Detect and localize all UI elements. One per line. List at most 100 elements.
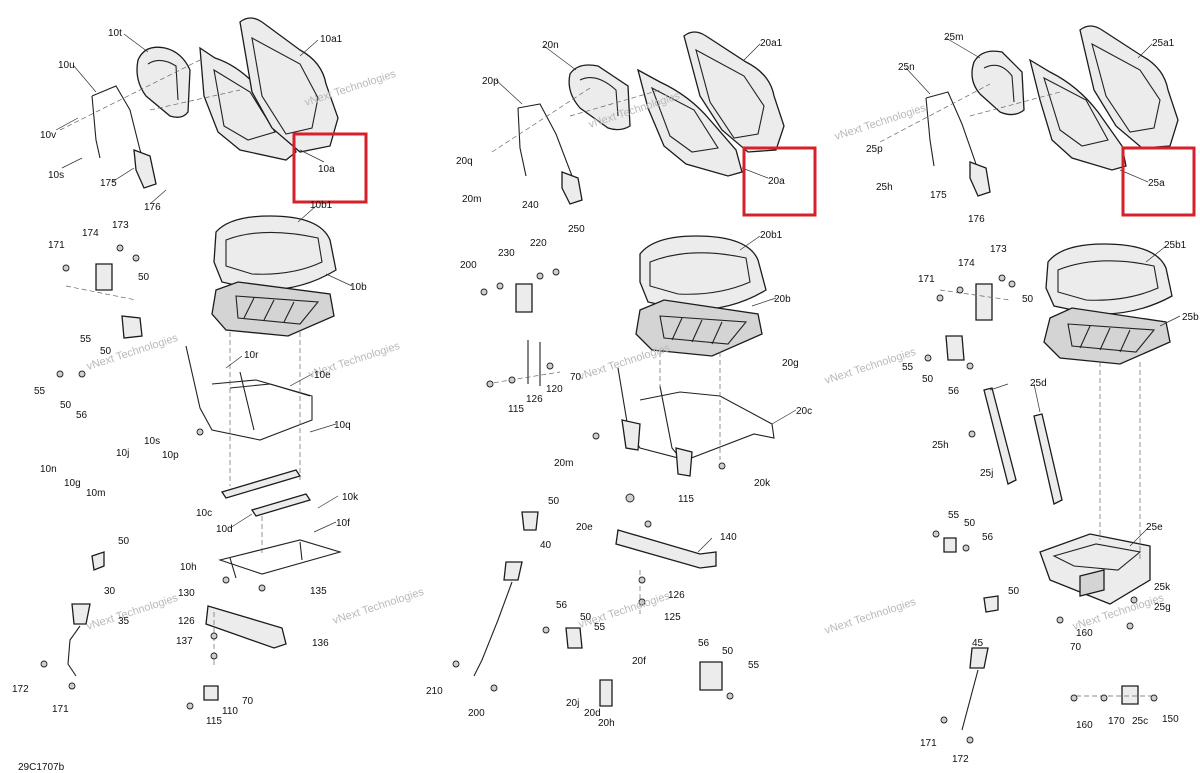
callout-label: 25g bbox=[1154, 602, 1171, 613]
callout-label: 171 bbox=[920, 738, 937, 749]
watermark: vNext Technologies bbox=[85, 592, 180, 633]
callout-label: 30 bbox=[104, 586, 116, 597]
callout-label: 240 bbox=[522, 200, 539, 211]
callout-label: 55 bbox=[80, 334, 92, 345]
callout-label: 50 bbox=[1022, 294, 1034, 305]
callout-label: 20a bbox=[768, 176, 785, 187]
callout-label: 25h bbox=[932, 440, 949, 451]
watermark: vNext Technologies bbox=[331, 586, 426, 627]
callout-label: 110 bbox=[222, 706, 238, 717]
callout-label: 55 bbox=[948, 510, 960, 521]
callout-label: 55 bbox=[902, 362, 914, 373]
callout-label: 50 bbox=[922, 374, 934, 385]
callout-label: 10j bbox=[116, 448, 129, 459]
callout-label: 175 bbox=[930, 190, 947, 201]
callout-label: 130 bbox=[178, 588, 195, 599]
callout-label: 170 bbox=[1108, 716, 1125, 727]
callout-label: 176 bbox=[144, 202, 161, 213]
callout-label: 70 bbox=[570, 372, 582, 383]
callout-label: 136 bbox=[312, 638, 329, 649]
callout-label: 20m bbox=[462, 194, 481, 205]
callout-label: 172 bbox=[12, 684, 29, 695]
callout-label: 50 bbox=[1008, 586, 1020, 597]
callout-label: 56 bbox=[982, 532, 994, 543]
callout-label: 25n bbox=[898, 62, 915, 73]
callout-label: 50 bbox=[580, 612, 592, 623]
callout-label: 172 bbox=[952, 754, 969, 765]
watermark: vNext Technologies bbox=[577, 590, 672, 631]
callout-label: 171 bbox=[52, 704, 69, 715]
callout-label: 160 bbox=[1076, 720, 1093, 731]
callout-label: 25m bbox=[944, 32, 963, 43]
callout-label: 20m bbox=[554, 458, 573, 469]
callout-label: 25c bbox=[1132, 716, 1148, 727]
callout-label: 171 bbox=[918, 274, 935, 285]
callout-label: 10v bbox=[40, 130, 56, 141]
callout-label: 20q bbox=[456, 156, 473, 167]
callout-label: 120 bbox=[546, 384, 563, 395]
callout-label: 210 bbox=[426, 686, 443, 697]
callout-label: 20p bbox=[482, 76, 499, 87]
callout-label: 56 bbox=[698, 638, 710, 649]
callout-label: 10f bbox=[336, 518, 350, 529]
callout-label: 150 bbox=[1162, 714, 1179, 725]
callout-label: 25k bbox=[1154, 582, 1171, 593]
seat-assembly-right bbox=[879, 25, 1179, 744]
callout-label: 25e bbox=[1146, 522, 1163, 533]
callout-label: 56 bbox=[948, 386, 960, 397]
callout-label: 25a1 bbox=[1152, 38, 1175, 49]
highlight-box-20a bbox=[742, 146, 817, 217]
callout-label: 10n bbox=[40, 464, 57, 475]
document-code: 29C1707b bbox=[18, 762, 65, 773]
callout-label: 50 bbox=[722, 646, 734, 657]
callout-label: 173 bbox=[112, 220, 129, 231]
callout-label: 25h bbox=[876, 182, 893, 193]
callout-label: 115 bbox=[678, 494, 694, 505]
callout-label: 70 bbox=[1070, 642, 1082, 653]
callout-label: 10q bbox=[334, 420, 351, 431]
callout-label: 20f bbox=[632, 656, 646, 667]
callout-label: 20g bbox=[782, 358, 799, 369]
callout-label: 20c bbox=[796, 406, 812, 417]
callout-label: 50 bbox=[118, 536, 130, 547]
callout-label: 20d bbox=[584, 708, 601, 719]
callout-label: 250 bbox=[568, 224, 585, 235]
callout-label: 20e bbox=[576, 522, 593, 533]
callout-label: 20b bbox=[774, 294, 791, 305]
highlight-box-25a bbox=[1121, 146, 1196, 217]
seat-assembly-middle bbox=[452, 31, 785, 707]
callout-label: 10a bbox=[318, 164, 335, 175]
callout-label: 20b1 bbox=[760, 230, 783, 241]
callout-label: 10b1 bbox=[310, 200, 333, 211]
callout-label: 25b1 bbox=[1164, 240, 1187, 251]
callout-label: 56 bbox=[76, 410, 88, 421]
callout-label: 10s bbox=[48, 170, 64, 181]
callout-label: 56 bbox=[556, 600, 568, 611]
callout-label: 35 bbox=[118, 616, 130, 627]
callout-label: 173 bbox=[990, 244, 1007, 255]
callout-label: 25a bbox=[1148, 178, 1165, 189]
callout-label: 174 bbox=[82, 228, 99, 239]
callout-label: 25d bbox=[1030, 378, 1047, 389]
callout-label: 25p bbox=[866, 144, 883, 155]
callout-label: 50 bbox=[964, 518, 976, 529]
callout-label: 50 bbox=[100, 346, 112, 357]
callout-label: 174 bbox=[958, 258, 975, 269]
callout-label: 10e bbox=[314, 370, 331, 381]
callout-label: 10u bbox=[58, 60, 75, 71]
callout-labels: 10t 10a1 10u 10v 10s 175 176 10a 10b1 17… bbox=[12, 28, 1199, 765]
callout-label: 20a1 bbox=[760, 38, 783, 49]
callout-label: 55 bbox=[594, 622, 606, 633]
callout-label: 175 bbox=[100, 178, 117, 189]
callout-label: 10h bbox=[180, 562, 197, 573]
callout-label: 220 bbox=[530, 238, 547, 249]
callout-label: 10b bbox=[350, 282, 367, 293]
callout-label: 171 bbox=[48, 240, 65, 251]
callout-label: 10t bbox=[108, 28, 122, 39]
callout-label: 25j bbox=[980, 468, 993, 479]
watermark: vNext Technologies bbox=[833, 102, 928, 143]
callout-label: 40 bbox=[540, 540, 552, 551]
callout-label: 10r bbox=[244, 350, 259, 361]
callout-label: 230 bbox=[498, 248, 515, 259]
